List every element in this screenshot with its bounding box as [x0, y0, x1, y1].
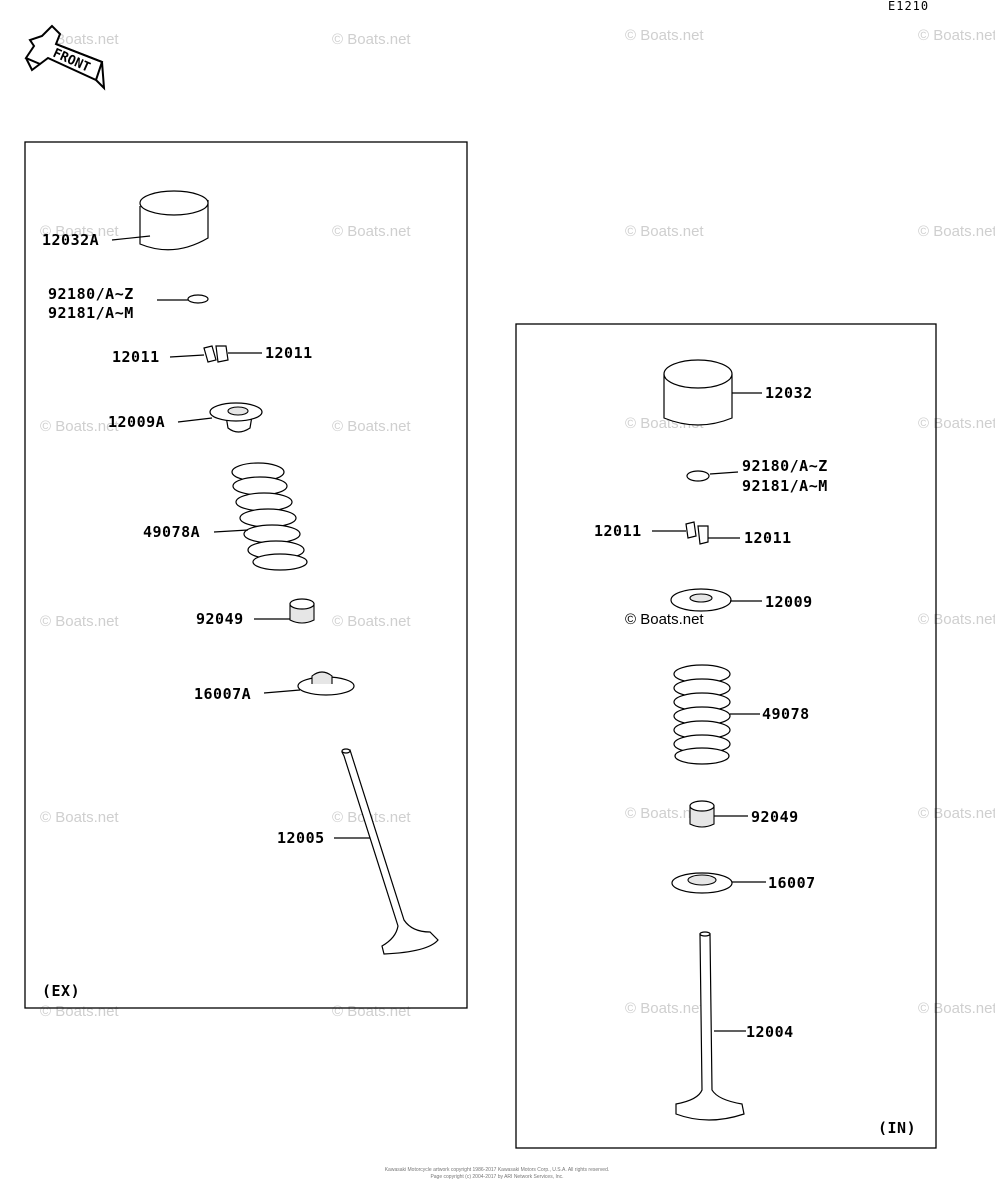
- intake-panel-tag: (IN): [878, 1119, 916, 1137]
- watermark: © Boats.net: [332, 613, 411, 630]
- exhaust-retainer[interactable]: [177, 402, 263, 433]
- watermark: © Boats.net: [40, 613, 119, 630]
- watermark: © Boats.net: [40, 223, 119, 240]
- intake-shim-label-b: 92181/A~M: [742, 477, 828, 495]
- exhaust-panel-tag: (EX): [42, 982, 80, 1000]
- exhaust-shim-label-b: 92181/A~M: [48, 304, 134, 322]
- watermark-layer: © Boats.net © Boats.net © Boats.net © Bo…: [40, 27, 995, 1020]
- intake-retainer-label: 12009: [765, 593, 813, 611]
- exhaust-shim-label-a: 92180/A~Z: [48, 285, 134, 303]
- footer-copyright-1: Kawasaki Motorcycle artwork copyright 19…: [385, 1167, 610, 1173]
- intake-retainer[interactable]: [670, 588, 762, 612]
- exhaust-seat-label: 16007A: [194, 685, 251, 703]
- watermark: © Boats.net: [332, 418, 411, 435]
- watermark: © Boats.net: [40, 418, 119, 435]
- exhaust-tappet-label: 12032A: [42, 231, 99, 249]
- exhaust-spring[interactable]: [213, 462, 308, 571]
- exhaust-seal[interactable]: [254, 598, 315, 624]
- watermark: © Boats.net: [332, 223, 411, 240]
- intake-seat-label: 16007: [768, 874, 816, 892]
- exhaust-retainer-label: 12009A: [108, 413, 165, 431]
- intake-seal[interactable]: [689, 800, 748, 828]
- exhaust-seal-label: 92049: [196, 610, 244, 628]
- intake-panel: 12032 92180/A~Z 92181/A~M 12011 12011 12…: [515, 323, 937, 1149]
- intake-cotters[interactable]: [652, 521, 740, 545]
- watermark: © Boats.net: [625, 27, 704, 44]
- intake-valve-label: 12004: [746, 1023, 794, 1041]
- watermark: © Boats.net: [918, 611, 995, 628]
- intake-tappet[interactable]: [663, 359, 762, 426]
- watermark: © Boats.net: [332, 1003, 411, 1020]
- watermark: © Boats.net: [625, 611, 704, 628]
- watermark: © Boats.net: [918, 1000, 995, 1017]
- watermark: © Boats.net: [918, 223, 995, 240]
- exhaust-cotter-right-label: 12011: [265, 344, 313, 362]
- footer-copyright-2: Page copyright (c) 2004-2017 by ARI Netw…: [430, 1174, 563, 1180]
- exhaust-seat[interactable]: [263, 671, 355, 696]
- exhaust-valve[interactable]: [334, 748, 439, 955]
- watermark: © Boats.net: [918, 415, 995, 432]
- intake-seal-label: 92049: [751, 808, 799, 826]
- exhaust-shim[interactable]: [157, 294, 209, 304]
- watermark: © Boats.net: [625, 1000, 704, 1017]
- intake-cotter-right-label: 12011: [744, 529, 792, 547]
- intake-spring[interactable]: [673, 664, 760, 765]
- intake-panel-frame: [515, 323, 937, 1149]
- watermark: © Boats.net: [40, 809, 119, 826]
- intake-shim[interactable]: [686, 470, 739, 482]
- exhaust-valve-label: 12005: [277, 829, 325, 847]
- exhaust-cotters[interactable]: [169, 345, 262, 363]
- exhaust-tappet[interactable]: [111, 190, 209, 251]
- exhaust-panel: 12032A 92180/A~Z 92181/A~M 12011 12011 1…: [24, 141, 468, 1009]
- intake-shim-label-a: 92180/A~Z: [742, 457, 828, 475]
- exhaust-cotter-left-label: 12011: [112, 348, 160, 366]
- watermark: © Boats.net: [625, 223, 704, 240]
- watermark: © Boats.net: [918, 805, 995, 822]
- diagram-code: E1210: [888, 0, 929, 13]
- intake-tappet-label: 12032: [765, 384, 813, 402]
- watermark: © Boats.net: [332, 31, 411, 48]
- intake-cotter-left-label: 12011: [594, 522, 642, 540]
- exhaust-panel-frame: [24, 141, 468, 1009]
- exhaust-spring-label: 49078A: [143, 523, 200, 541]
- watermark: © Boats.net: [918, 27, 995, 44]
- intake-seat[interactable]: [671, 872, 766, 894]
- intake-spring-label: 49078: [762, 705, 810, 723]
- intake-valve[interactable]: [675, 931, 746, 1121]
- watermark: © Boats.net: [40, 1003, 119, 1020]
- watermark: © Boats.net: [625, 805, 704, 822]
